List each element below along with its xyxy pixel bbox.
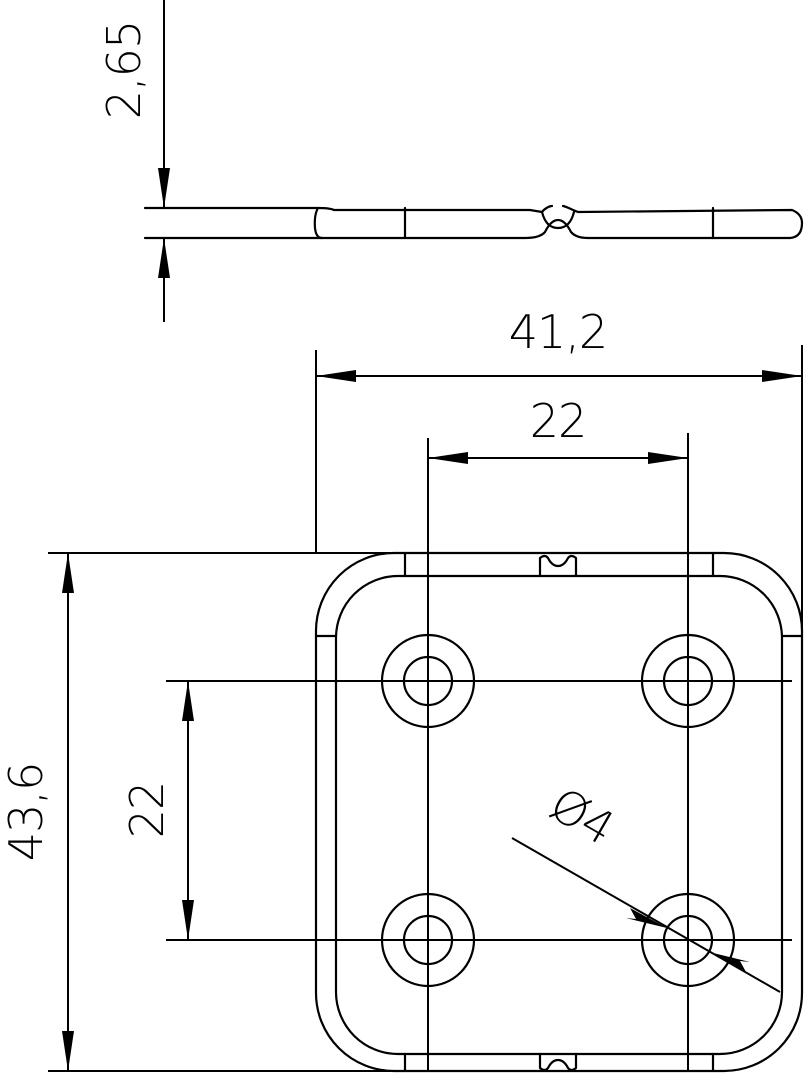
plate-inner-outline xyxy=(334,574,784,1056)
plan-view: 41,2 22 43,6 22 Ø4 xyxy=(0,305,804,1073)
overall-width-label: 41,2 xyxy=(509,305,607,359)
mounting-hole-top-left xyxy=(380,633,476,729)
mounting-hole-bottom-right xyxy=(640,892,736,988)
horizontal-hole-spacing-label: 22 xyxy=(530,394,587,448)
overall-height-label: 43,6 xyxy=(0,763,53,861)
hole-diameter-label: Ø4 xyxy=(541,777,623,856)
plate-outline xyxy=(314,551,804,1073)
vertical-hole-spacing-label: 22 xyxy=(120,782,174,839)
mounting-hole-bottom-left xyxy=(380,892,476,988)
mounting-hole-top-right xyxy=(640,633,736,729)
side-view: 2,65 xyxy=(97,0,804,322)
thickness-dimension-label: 2,65 xyxy=(97,21,151,119)
